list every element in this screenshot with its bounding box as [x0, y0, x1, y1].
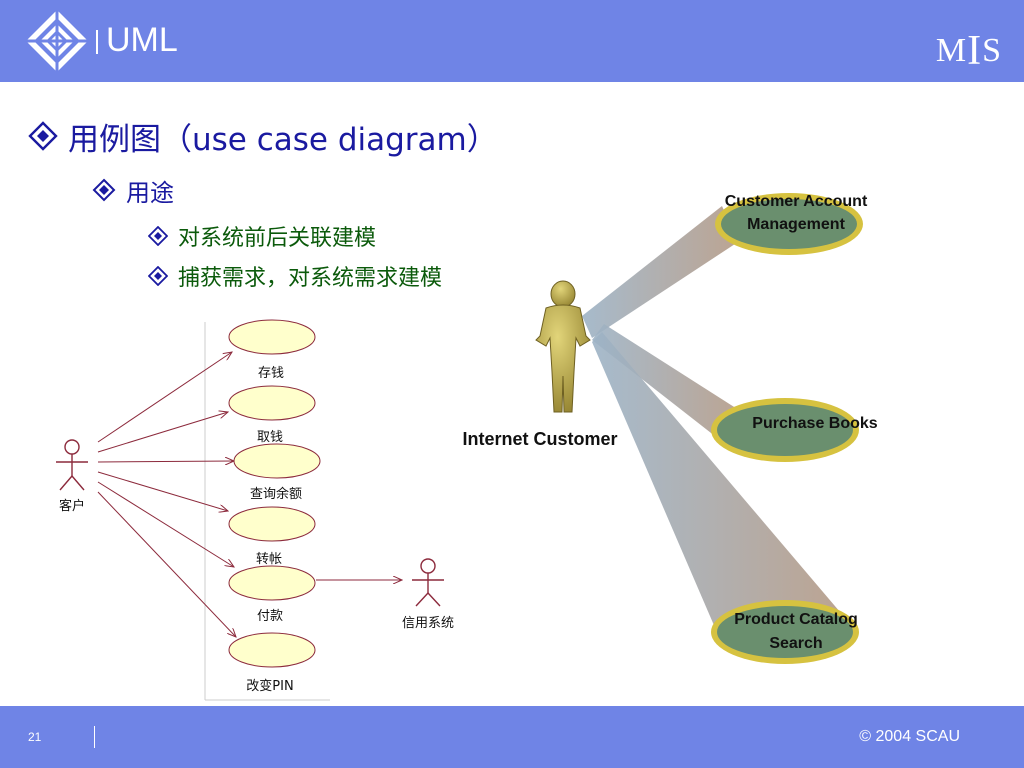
- footer-bar: 21 © 2004 SCAU: [0, 706, 1024, 768]
- copyright: © 2004 SCAU: [859, 728, 960, 745]
- diamond-bullet-icon: [148, 266, 168, 286]
- uc-change-pin: 改变PIN: [228, 632, 316, 694]
- header-divider: [96, 30, 98, 54]
- uc-transfer: 转帐: [228, 506, 316, 567]
- diamond-bullet-icon: [92, 178, 116, 202]
- uc-payment-label: 付款: [257, 609, 283, 624]
- actor-credit-system: [412, 558, 444, 607]
- bullet-1-text: 用例图（use case diagram）: [68, 121, 498, 158]
- diamond-bullet-icon: [148, 226, 168, 246]
- mis-logo: MIS: [935, 28, 1002, 74]
- bullet-level-1: 用例图（use case diagram）: [28, 114, 498, 158]
- uc-change-pin-label: 改变PIN: [246, 678, 293, 694]
- uc-customer-account-line2: Management: [747, 216, 845, 233]
- actor-customer-label: 客户: [59, 498, 85, 514]
- uc-payment: 付款: [228, 565, 316, 624]
- uc-customer-account-line1: Customer Account: [725, 193, 868, 210]
- internet-customer-figure: [535, 280, 591, 413]
- uc-product-catalog-line2: Search: [769, 635, 822, 652]
- bullet-level-2: 用途: [92, 170, 174, 210]
- diamond-bullet-icon: [28, 121, 58, 151]
- internet-customer-label: Internet Customer: [462, 429, 617, 449]
- footer-divider: [94, 726, 95, 748]
- uc-purchase-books-line1: Purchase Books: [752, 415, 877, 432]
- page-number: 21: [28, 730, 42, 744]
- scau-logo-icon: [26, 10, 88, 72]
- association-beams: [582, 206, 840, 630]
- bullet-level-3: 捕获需求，对系统需求建模: [148, 258, 442, 294]
- actor-credit-system-label: 信用系统: [402, 616, 454, 631]
- uc-deposit-label: 存钱: [258, 366, 284, 381]
- uc-balance: 查询余额: [233, 443, 321, 502]
- uc-withdraw-label: 取钱: [257, 430, 283, 445]
- header-bar: UML MIS: [0, 0, 1024, 82]
- uc-customer-account: Customer Account Management: [715, 193, 868, 255]
- uc-deposit: 存钱: [228, 319, 316, 381]
- association-lines: [97, 352, 402, 637]
- uc-withdraw: 取钱: [228, 385, 316, 445]
- uc-product-catalog: Product Catalog Search: [711, 600, 859, 664]
- bullet-3a-text: 对系统前后关联建模: [178, 226, 377, 251]
- bullet-2-text: 用途: [126, 178, 174, 207]
- uc-transfer-label: 转帐: [256, 552, 282, 567]
- uc-product-catalog-line1: Product Catalog: [734, 611, 858, 628]
- uc-balance-label: 查询余额: [250, 486, 302, 502]
- bullet-level-3: 对系统前后关联建模: [148, 218, 376, 254]
- actor-customer: [56, 439, 88, 491]
- bullet-3b-text: 捕获需求，对系统需求建模: [178, 266, 443, 291]
- header-title: UML: [106, 21, 178, 59]
- uc-purchase-books: Purchase Books: [711, 398, 878, 462]
